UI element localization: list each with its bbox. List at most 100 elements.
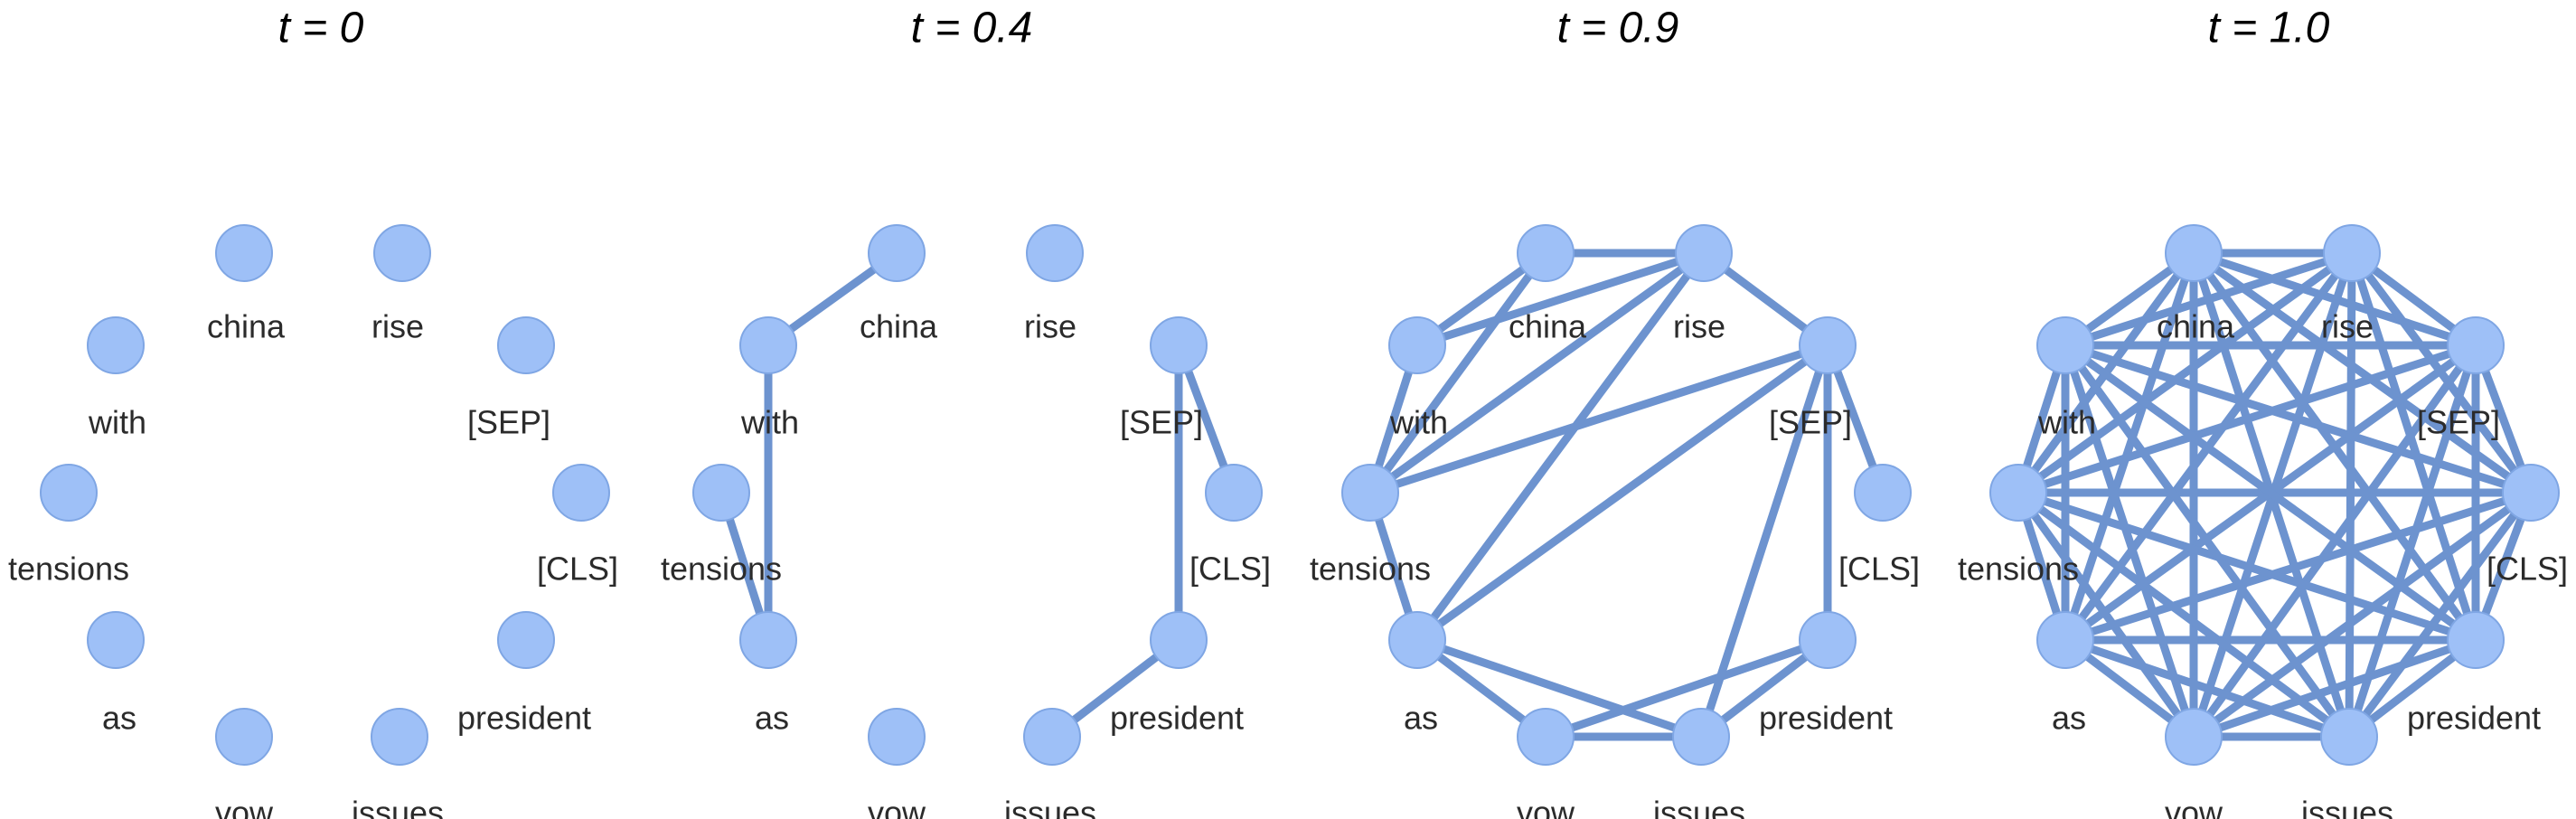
edge-line	[2189, 635, 2480, 741]
token-node	[2320, 708, 2378, 766]
token-node	[2323, 224, 2381, 282]
edge-line	[2061, 635, 2354, 741]
token-label: [CLS]	[537, 551, 618, 588]
token-label: issues	[352, 795, 444, 819]
token-node	[1854, 464, 1912, 522]
token-node	[373, 224, 431, 282]
token-node	[215, 224, 273, 282]
edge-line	[1541, 635, 1832, 741]
token-label: issues	[1004, 795, 1096, 819]
token-node	[1023, 708, 1081, 766]
token-label: with	[1389, 404, 1448, 441]
token-label: as	[1404, 700, 1438, 737]
token-node	[1388, 316, 1446, 374]
token-label: [SEP]	[1120, 404, 1203, 441]
token-node	[1150, 316, 1208, 374]
panel-title: t = 1.0	[2208, 5, 2330, 52]
node-group: china rise [SEP] [CLS] president issues vow as t…	[661, 224, 1271, 819]
token-label: [SEP]	[1769, 404, 1852, 441]
node-group: china rise [SEP] [CLS] president issues vow as t…	[8, 224, 618, 819]
edge-line	[2014, 488, 2480, 645]
edge-line	[2014, 488, 2354, 741]
panel-title: t = 0.9	[1557, 5, 1679, 52]
token-label: president	[1110, 700, 1244, 737]
token-label: with	[88, 404, 146, 441]
token-node	[1672, 708, 1730, 766]
token-label: president	[2407, 700, 2541, 737]
edge-line	[1413, 341, 1832, 645]
token-node	[1799, 316, 1857, 374]
token-label: [CLS]	[2487, 551, 2568, 588]
token-node	[2502, 464, 2560, 522]
edge-line	[2189, 488, 2535, 741]
node-group: china rise [SEP] [CLS] president issues vow as t…	[1310, 224, 1920, 819]
token-label: [CLS]	[1838, 551, 1920, 588]
edge-line	[1413, 249, 1708, 350]
token-label: china	[860, 308, 938, 345]
token-label: tensions	[1310, 551, 1431, 588]
token-label: china	[1509, 308, 1587, 345]
token-label: president	[457, 700, 591, 737]
token-node	[40, 464, 98, 522]
token-node	[87, 611, 145, 669]
token-label: rise	[1673, 308, 1725, 345]
token-node	[692, 464, 750, 522]
token-node	[1517, 708, 1575, 766]
token-label: rise	[1024, 308, 1076, 345]
token-label: [CLS]	[1189, 551, 1271, 588]
edge-line	[2014, 249, 2356, 497]
token-label: president	[1759, 700, 1893, 737]
token-node	[1989, 464, 2047, 522]
edge-line	[2061, 341, 2354, 741]
graph-panel-1: t = 0.4 china rise [SEP] [CLS] president issue…	[661, 5, 1271, 819]
token-label: with	[740, 404, 799, 441]
token-node	[1026, 224, 1084, 282]
edge-line	[2061, 341, 2198, 741]
edge-line	[2061, 341, 2535, 497]
token-label: rise	[371, 308, 424, 345]
token-node	[1341, 464, 1399, 522]
token-label: china	[2157, 308, 2235, 345]
token-node	[2447, 611, 2505, 669]
token-node	[1388, 611, 1446, 669]
token-node	[1150, 611, 1208, 669]
token-label: tensions	[661, 551, 782, 588]
token-node	[868, 708, 926, 766]
token-node	[497, 611, 555, 669]
token-label: rise	[2321, 308, 2374, 345]
token-node	[1517, 224, 1575, 282]
token-label: issues	[2301, 795, 2393, 819]
token-label: china	[207, 308, 286, 345]
panel-title: t = 0.4	[911, 5, 1033, 52]
edge-line	[2345, 341, 2480, 741]
token-label: vow	[868, 795, 926, 819]
token-node	[1799, 611, 1857, 669]
edge-line	[1366, 341, 1832, 497]
graph-panel-2: t = 0.9 china rise [SEP] [CLS] president issue…	[1310, 5, 1920, 819]
token-node	[1205, 464, 1263, 522]
token-label: tensions	[8, 551, 129, 588]
token-label: [SEP]	[467, 404, 550, 441]
edge-line	[2061, 249, 2198, 645]
graph-panel-0: t = 0 china rise [SEP] [CLS] president issues v…	[8, 5, 618, 819]
edge-line	[1413, 635, 1706, 741]
token-label: as	[102, 700, 136, 737]
edge-line	[2061, 341, 2480, 645]
token-node	[739, 316, 797, 374]
token-node	[2036, 611, 2094, 669]
token-label: issues	[1653, 795, 1745, 819]
token-label: as	[755, 700, 789, 737]
token-label: as	[2052, 700, 2086, 737]
edge-line	[1413, 249, 1708, 645]
panel-title: t = 0	[278, 5, 364, 52]
token-node	[739, 611, 797, 669]
edge-line	[1366, 249, 1550, 497]
edge-group	[717, 249, 1238, 741]
token-node	[87, 316, 145, 374]
token-label: vow	[215, 795, 274, 819]
token-label: vow	[1517, 795, 1575, 819]
edge-group	[1366, 249, 1887, 741]
